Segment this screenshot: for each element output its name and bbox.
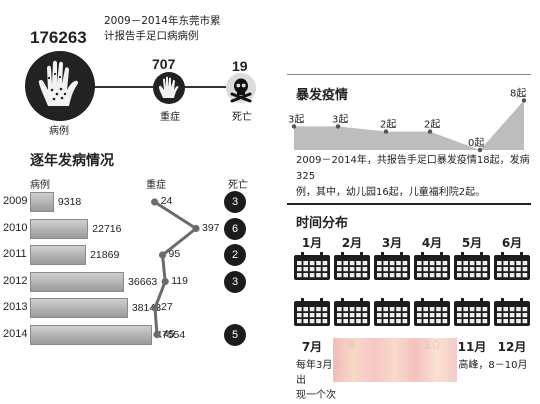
cases-bar <box>30 324 152 345</box>
month-label: 6月 <box>501 236 523 250</box>
outbreak-description: 2009－2014年，共报告手足口暴发疫情18起，发病325 例，其中，幼儿园1… <box>296 155 530 198</box>
calendar-icon <box>294 252 330 280</box>
severe-value: 119 <box>171 274 188 287</box>
calendar-icon <box>334 252 370 280</box>
outbreak-point <box>291 124 297 129</box>
death-count-badge: 2 <box>224 244 246 266</box>
severe-value: 27 <box>160 301 173 313</box>
month-label: 7月 <box>301 340 323 354</box>
outbreak-point-label: 3起 <box>332 113 348 125</box>
calendar-icon <box>494 298 530 326</box>
cases-value: 9318 <box>57 196 82 208</box>
cases-bar <box>30 192 54 212</box>
cases-bar <box>30 271 125 292</box>
outbreak-point <box>335 124 341 129</box>
total-cases-label: 病例 <box>49 126 69 137</box>
hand-icon-large <box>25 51 95 121</box>
timeline-title: 时间分布 <box>296 216 349 231</box>
total-cases-number: 176263 <box>30 28 87 47</box>
yearly-col-severe: 重症 <box>146 180 166 191</box>
year-label: 2014 <box>3 327 28 340</box>
outbreak-area <box>294 100 524 150</box>
pixelated-overlay <box>333 338 457 382</box>
month-label: 11月 <box>457 340 487 354</box>
month-label: 12月 <box>497 340 527 354</box>
yearly-col-death: 死亡 <box>228 180 248 191</box>
cases-bar <box>30 218 89 239</box>
severe-value: 45 <box>162 327 175 340</box>
month-label: 5月 <box>461 236 483 250</box>
severe-value: 95 <box>168 248 181 260</box>
severe-total-label: 重症 <box>160 112 180 123</box>
timeline-top-rule <box>287 203 531 205</box>
severe-point <box>151 304 159 312</box>
year-label: 2012 <box>3 274 28 287</box>
year-label: 2011 <box>3 248 27 260</box>
outbreak-point-label: 0起 <box>468 137 484 149</box>
severe-total-number: 707 <box>152 56 176 72</box>
death-count-badge: 3 <box>224 270 246 293</box>
outbreak-point-label: 3起 <box>288 113 304 125</box>
calendar-icon <box>414 252 450 280</box>
calendar-icon <box>374 252 410 280</box>
summary-title: 2009－2014年东莞市累 计报告手足口病病例 <box>104 15 221 42</box>
severe-value: 397 <box>202 221 220 234</box>
cases-bar <box>30 298 128 318</box>
outbreak-point-label: 8起 <box>510 87 526 99</box>
outbreak-point <box>383 129 389 134</box>
death-count-badge: 5 <box>224 323 246 346</box>
death-count-badge: 3 <box>224 191 246 213</box>
cases-value: 36663 <box>128 275 158 288</box>
severe-line-chart <box>151 198 200 339</box>
calendar-icon <box>454 252 490 280</box>
cases-value: 47554 <box>156 328 186 341</box>
month-label: 1月 <box>301 236 323 250</box>
yearly-title: 逐年发病情况 <box>30 153 114 169</box>
calendar-icon <box>294 298 330 326</box>
outbreak-point-label: 2起 <box>424 119 440 131</box>
cases-value: 21869 <box>90 249 120 261</box>
severe-point <box>158 251 167 259</box>
death-total-number: 19 <box>232 58 248 74</box>
month-label: 2月 <box>341 236 363 250</box>
year-label: 2009 <box>3 195 28 207</box>
severe-value: 24 <box>160 195 173 207</box>
calendar-icon <box>454 298 490 326</box>
skull-crossbones-icon <box>226 73 256 103</box>
outbreak-point <box>427 129 433 134</box>
severe-point <box>151 198 159 206</box>
outbreak-point <box>477 147 483 153</box>
hand-icon-small <box>153 72 185 104</box>
severe-point <box>153 330 161 339</box>
year-label: 2010 <box>3 221 28 234</box>
outbreak-point <box>521 98 527 103</box>
calendar-icon <box>374 298 410 326</box>
severe-point <box>161 277 169 286</box>
outbreak-area-chart: 3起 3起 2起 2起 0起 8起 <box>288 87 527 153</box>
year-label: 2013 <box>3 301 28 313</box>
cases-bar <box>30 245 87 265</box>
outbreak-title: 暴发疫情 <box>296 88 349 103</box>
calendar-icon <box>494 252 530 280</box>
calendar-icon <box>414 298 450 326</box>
calendar-icon <box>334 298 370 326</box>
timeline-note: 每年3月发高峰，8－10月出 现一个次 <box>296 360 528 401</box>
month-label: 4月 <box>421 236 443 250</box>
outbreak-top-rule <box>287 74 531 75</box>
death-count-badge: 6 <box>224 217 246 240</box>
yearly-col-cases: 病例 <box>30 180 50 191</box>
month-label: 3月 <box>381 236 403 250</box>
severe-point <box>192 224 200 233</box>
severe-trend-line <box>153 200 199 335</box>
cases-value: 22716 <box>92 222 122 235</box>
death-total-label: 死亡 <box>232 112 252 123</box>
outbreak-point-label: 2起 <box>380 119 396 131</box>
